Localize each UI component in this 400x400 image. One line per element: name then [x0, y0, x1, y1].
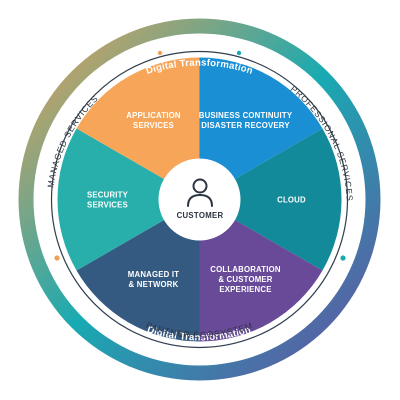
segment-label-line: MANAGED IT — [128, 270, 179, 279]
segment-label-line: COLLABORATION — [210, 265, 281, 274]
segment-application — [76, 57, 200, 200]
ring-dot-right — [340, 255, 346, 261]
segment-label-line: SERVICES — [87, 201, 128, 210]
center-circle — [158, 158, 241, 241]
segment-security — [57, 128, 200, 271]
segment-collaboration — [199, 199, 323, 342]
segment-label-cloud: CLOUD — [277, 196, 306, 205]
segment-label-line: & CUSTOMER — [218, 275, 272, 284]
segment-label-line: DISASTER RECOVERY — [201, 121, 290, 130]
segment-managed-it — [76, 199, 200, 342]
person-icon — [187, 178, 213, 207]
ring-dot-top-right — [236, 50, 242, 56]
segment-label-line: SERVICES — [133, 121, 174, 130]
segment-business-continuity — [199, 57, 323, 200]
segment-label-line: BUSINESS CONTINUITY — [199, 111, 293, 120]
middle-ring-line — [50, 50, 349, 349]
segment-label-line: SECURITY — [87, 191, 129, 200]
ring-dot-left — [54, 255, 60, 261]
ring-dot-top-left — [157, 50, 163, 56]
segment-label-managed-it: MANAGED IT& NETWORK — [128, 270, 179, 289]
segment-label-line: & NETWORK — [129, 280, 179, 289]
segment-label-line: APPLICATION — [126, 111, 181, 120]
segment-label-line: CLOUD — [277, 196, 306, 205]
center-label: CUSTOMER — [177, 211, 224, 220]
segment-cloud — [199, 128, 342, 271]
segment-label-line: EXPERIENCE — [219, 285, 271, 294]
